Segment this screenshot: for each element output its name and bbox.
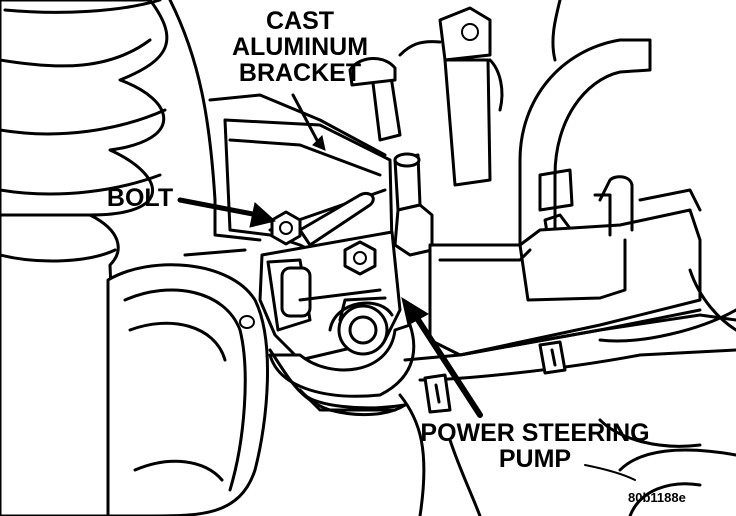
bracket-callout-arrow [291,93,326,151]
lower-pipes [268,348,482,516]
reservoir-fitting [393,152,434,257]
shock-tower [106,263,269,516]
figure-code: 80b1188e [628,490,686,505]
pump-body [258,230,402,362]
bracket-label-line3: BRACKET [238,59,362,87]
pump-callout-arrow [401,296,483,418]
bracket-bolt [270,210,302,246]
power-steering-pump-label: POWER STEERING PUMP [404,420,666,472]
strut-housing [0,213,122,516]
fender-panel [168,0,387,257]
bolt-label-text: BOLT [106,184,174,212]
cast-aluminum-bracket [223,118,394,262]
bracket-label-line2: ALUMINUM [231,33,369,61]
pump-label-line1: POWER STEERING [420,419,650,447]
cast-aluminum-bracket-label: CAST ALUMINUM BRACKET [215,8,385,86]
coil-spring [0,0,169,217]
air-box [428,175,702,357]
bracket-label-line1: CAST [265,7,335,35]
pump-label-line2: PUMP [498,445,572,473]
bolt-callout-arrow [177,197,277,228]
upper-hoses [348,6,504,187]
pump-leader-line [584,464,636,481]
pump-mount-bolt [343,240,377,276]
bolt-label: BOLT [100,185,180,211]
